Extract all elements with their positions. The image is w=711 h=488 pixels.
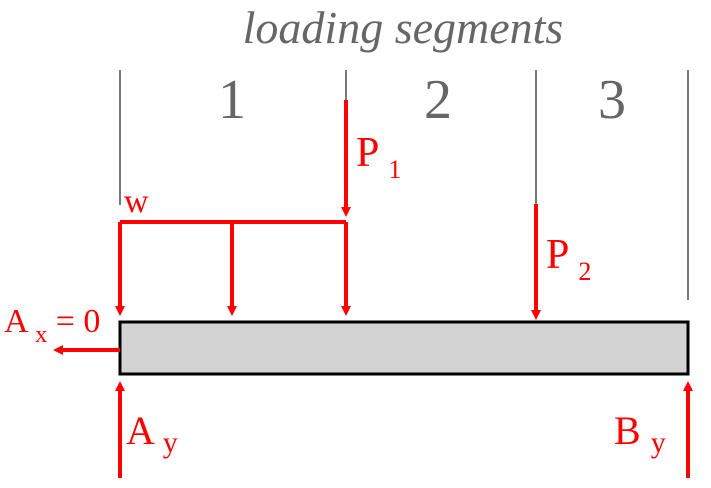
- reaction-by-label: B y: [614, 408, 666, 459]
- reaction-ax-label: A x = 0: [4, 303, 100, 350]
- diagram-title: loading segments: [243, 2, 564, 53]
- point-load-p1-label: P 1: [356, 130, 401, 184]
- segment-label-2: 2: [424, 69, 452, 131]
- reaction-ay-label: A y: [126, 408, 178, 459]
- beam: [118, 320, 690, 376]
- point-load-p2-label: P 2: [546, 232, 591, 286]
- segment-label-3: 3: [598, 69, 626, 131]
- segment-label-1: 1: [218, 69, 246, 131]
- distributed-load-label: w: [124, 183, 149, 220]
- distributed-load: [115, 220, 351, 316]
